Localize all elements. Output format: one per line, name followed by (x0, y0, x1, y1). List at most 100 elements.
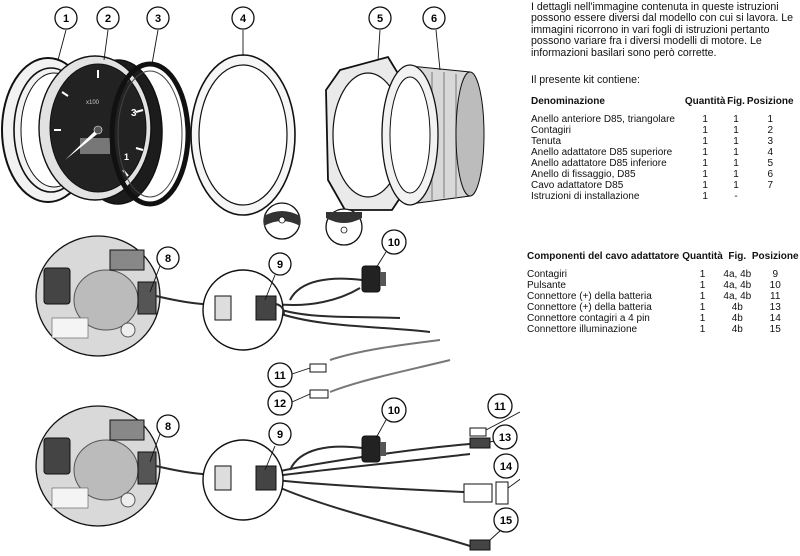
row-fig: 1 (733, 136, 739, 147)
row-qty: 1 (699, 269, 706, 280)
svg-text:6: 6 (431, 13, 437, 25)
header-quantita: Quantità (684, 96, 726, 107)
detail-magnifier-left (263, 202, 301, 240)
connector-magnifier-fig4b (202, 439, 284, 521)
row-qty: 1 (702, 191, 708, 202)
row-qty: 1 (699, 280, 706, 291)
connector-12-fig4a (309, 389, 329, 399)
row-name: Anello anteriore D85, triangolare (531, 114, 675, 125)
row-fig: 1 (733, 158, 739, 169)
row-pos: 3 (767, 136, 774, 147)
row-name: Anello adattatore D85 superiore (531, 147, 673, 158)
row-pos: 9 (772, 269, 779, 280)
table-header-row: Denominazione Quantità Fig. Posizione (531, 96, 795, 114)
callout-8-fig4a: 8 (156, 246, 180, 270)
row-pos: 5 (767, 158, 774, 169)
callout-12: 12 (267, 390, 293, 416)
row-pos: 11 (770, 291, 781, 302)
svg-text:10: 10 (388, 237, 400, 249)
exploded-assembly-diagram: 3 1 x100 (1, 6, 520, 551)
table-row: Connettore illuminazione 1 4b 15 (527, 324, 799, 335)
svg-text:3: 3 (155, 13, 161, 25)
row-qty: 1 (699, 324, 706, 335)
row-name: Connettore (+) della batteria (527, 291, 652, 302)
row-name: Anello di fissaggio, D85 (531, 169, 636, 180)
dial-needle (65, 128, 101, 160)
svg-text:8: 8 (165, 421, 171, 433)
detail-magnifier-right (325, 208, 363, 246)
callout-2: 2 (96, 6, 120, 30)
row-fig: 4a, 4b (723, 269, 752, 280)
push-button-fig4a (361, 265, 386, 293)
callout-15: 15 (493, 507, 519, 533)
callout-13: 13 (492, 424, 518, 450)
row-fig: 1 (733, 147, 739, 158)
svg-text:11: 11 (274, 370, 286, 382)
row-name: Connettore contagiri a 4 pin (527, 313, 650, 324)
intro-paragraph: I dettagli nell'immagine contenuta in qu… (531, 1, 794, 59)
dial-label-1: 1 (124, 152, 129, 162)
callout-11-fig4b: 11 (487, 393, 513, 419)
svg-text:9: 9 (277, 429, 283, 441)
row-name: Anello adattatore D85 inferiore (531, 158, 667, 169)
callout-5: 5 (368, 6, 392, 30)
row-pos: 6 (767, 169, 774, 180)
connector-15 (469, 539, 491, 551)
callout-9-fig4b: 9 (268, 422, 292, 446)
row-fig: 4a, 4b (723, 280, 752, 291)
row-fig: 1 (733, 114, 739, 125)
dial-label-3: 3 (131, 108, 137, 119)
kit-contents-title: Il presente kit contiene: (531, 74, 640, 86)
push-button-fig4b (361, 435, 386, 463)
row-fig: 1 (733, 169, 739, 180)
header-fig: Fig. (728, 251, 747, 262)
row-qty: 1 (702, 180, 708, 191)
row-fig: 4b (731, 302, 743, 313)
row-pos (745, 191, 795, 202)
row-pos: 2 (767, 125, 774, 136)
svg-text:5: 5 (377, 13, 383, 25)
callout-10-fig4a: 10 (381, 229, 407, 255)
callout-14: 14 (493, 453, 519, 479)
callout-10-fig4b: 10 (381, 397, 407, 423)
row-qty: 1 (699, 313, 706, 324)
gauge-back-fig4a (35, 235, 161, 357)
connector-13 (469, 437, 491, 449)
row-pos: 14 (769, 313, 781, 324)
dial-display (80, 138, 110, 154)
row-pos: 1 (767, 114, 774, 125)
header-denominazione: Denominazione (531, 96, 605, 107)
svg-text:15: 15 (500, 515, 512, 527)
row-fig: - (734, 191, 738, 202)
row-fig: 4a, 4b (723, 291, 752, 302)
row-pos: 10 (769, 280, 781, 291)
header-posizione: Posizione (746, 96, 794, 107)
row-qty: 1 (699, 291, 706, 302)
row-fig: 1 (733, 180, 739, 191)
header-quantita: Quantità (682, 251, 723, 262)
row-name: Connettore illuminazione (527, 324, 638, 335)
cable-fig4a (155, 277, 451, 393)
callout-6: 6 (422, 6, 446, 30)
callout-3: 3 (146, 6, 170, 30)
row-name: Tenuta (531, 136, 562, 147)
svg-text:11: 11 (494, 401, 506, 413)
dial-unit: x100 (86, 100, 100, 106)
row-pos: 13 (769, 302, 781, 313)
row-fig: 4b (731, 324, 743, 335)
callout-9-fig4a: 9 (268, 252, 292, 276)
svg-text:4: 4 (240, 13, 247, 25)
row-pos: 15 (769, 324, 781, 335)
svg-text:8: 8 (165, 253, 171, 265)
fixing-ring-part-6 (381, 64, 485, 206)
row-fig: 1 (733, 125, 739, 136)
